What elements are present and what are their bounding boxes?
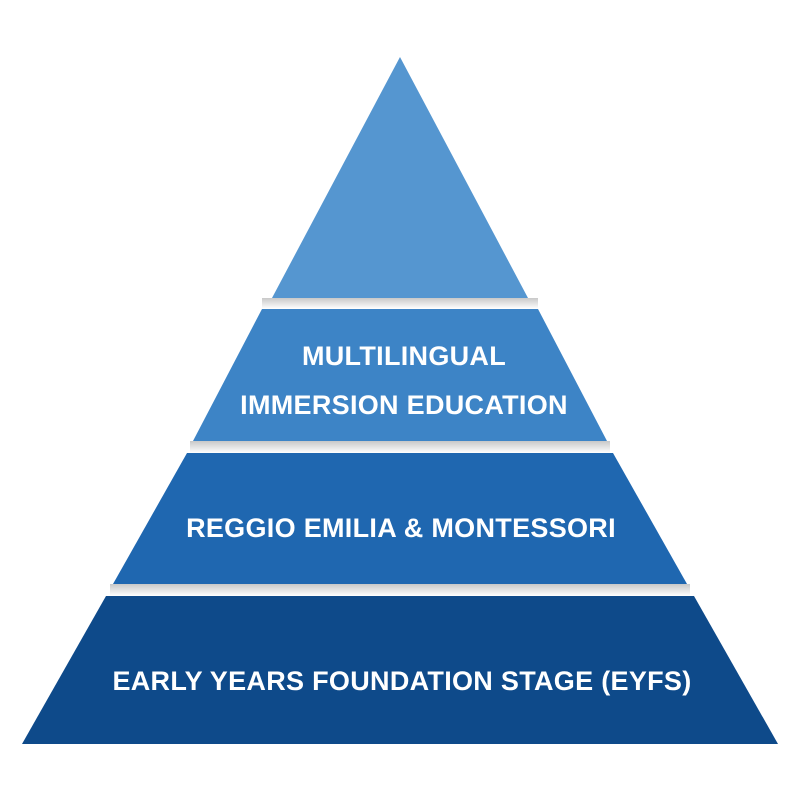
tier-label-multilingual-line2: IMMERSION EDUCATION <box>240 390 568 420</box>
tier-label-eyfs: EARLY YEARS FOUNDATION STAGE (EYFS) <box>112 666 691 696</box>
pyramid-tier-multilingual <box>193 309 607 441</box>
pyramid-tier-apex <box>272 57 528 298</box>
pyramid-tier-eyfs <box>22 596 778 744</box>
gap-shadow-3 <box>110 584 690 596</box>
tier-label-reggio-montessori: REGGIO EMILIA & MONTESSORI <box>186 513 616 543</box>
gap-shadow-2 <box>190 441 610 453</box>
tier-label-multilingual-line1: MULTILINGUAL <box>302 341 506 371</box>
gap-shadow-1 <box>262 298 538 309</box>
pyramid-tier-reggio-montessori <box>113 453 687 584</box>
